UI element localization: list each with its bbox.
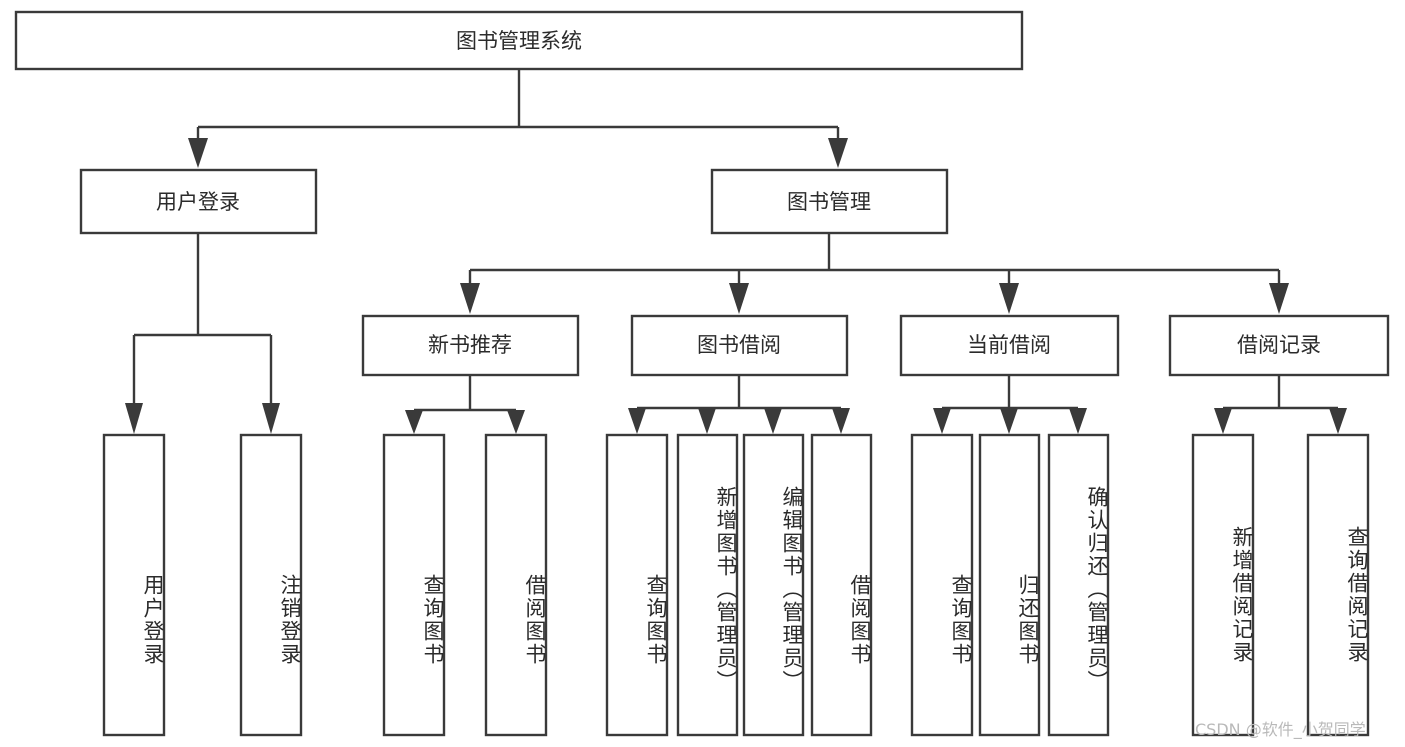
arrow-head-user-login-1 [125,403,143,434]
node-current-borrow-box[interactable] [899,314,1120,377]
arrow-head-current-borrow-1 [933,408,951,434]
leaf-box-user-login-2[interactable] [239,433,303,737]
arrow-head-new-book-2 [507,410,525,434]
node-book-borrow-box[interactable] [630,314,849,377]
node-current-borrow[interactable]: 当前借阅 [899,314,1120,377]
arrow-head-level1-left [188,138,208,168]
node-book-management[interactable]: 图书管理 [710,168,949,235]
node-root-label: 图书管理系统 [456,29,582,53]
node-borrow-records-label: 借阅记录 [1237,333,1321,357]
arrow-head-book-borrow-2 [698,408,716,434]
arrow-head-new-book-1 [405,410,423,434]
connector-current-borrow-to-leaves [933,375,1087,434]
connector-book-borrow-to-leaves [628,375,850,434]
leaf-box-borrow-records-2[interactable] [1306,433,1370,737]
arrow-head-level2-4 [1269,283,1289,314]
arrow-head-borrow-records-1 [1214,408,1232,434]
node-borrow-records[interactable]: 借阅记录 [1168,314,1390,377]
leaf-box-user-login-1[interactable] [102,433,166,737]
node-new-book-recommend-label: 新书推荐 [428,333,512,357]
node-new-book-recommend-box[interactable] [361,314,580,377]
arrow-head-book-borrow-4 [832,408,850,434]
arrow-head-borrow-records-2 [1329,408,1347,434]
connector-user-login-to-leaves [125,233,280,434]
arrow-head-level2-2 [729,283,749,314]
arrow-head-book-borrow-1 [628,408,646,434]
node-root-box[interactable] [14,10,1024,71]
node-user-login[interactable]: 用户登录 [79,168,318,235]
csdn-watermark: CSDN @软件_小贺同学 [1195,720,1366,739]
leaf-box-book-borrow-1[interactable] [605,433,669,737]
connector-root-to-level1 [188,69,848,168]
leaf-box-book-borrow-3[interactable] [742,433,805,737]
leaf-box-book-borrow-2[interactable] [676,433,739,737]
node-book-management-box[interactable] [710,168,949,235]
arrow-head-level2-3 [999,283,1019,314]
leaf-box-current-borrow-3[interactable] [1047,433,1110,737]
node-borrow-records-box[interactable] [1168,314,1390,377]
arrow-head-level2-1 [460,283,480,314]
leaf-box-borrow-records-1[interactable] [1191,433,1255,737]
leaf-box-current-borrow-2[interactable] [978,433,1041,737]
node-current-borrow-label: 当前借阅 [967,333,1051,357]
node-book-borrow-label: 图书借阅 [697,333,781,357]
arrow-head-user-login-2 [262,403,280,434]
leaf-box-book-borrow-4[interactable] [810,433,873,737]
node-book-borrow[interactable]: 图书借阅 [630,314,849,377]
node-root[interactable]: 图书管理系统 [14,10,1024,71]
leaf-box-new-book-2[interactable] [484,433,548,737]
connector-book-management-to-level2 [460,233,1289,314]
arrow-head-current-borrow-3 [1069,408,1087,434]
node-new-book-recommend[interactable]: 新书推荐 [361,314,580,377]
arrow-head-current-borrow-2 [1000,408,1018,434]
node-user-login-label: 用户登录 [156,190,240,214]
leaf-box-current-borrow-1[interactable] [910,433,974,737]
node-book-management-label: 图书管理 [787,190,871,214]
arrow-head-book-borrow-3 [764,408,782,434]
leaf-box-new-book-1[interactable] [382,433,446,737]
arrow-head-level1-right [828,138,848,168]
connector-borrow-records-to-leaves [1214,375,1347,434]
connector-new-book-to-leaves [405,375,525,434]
